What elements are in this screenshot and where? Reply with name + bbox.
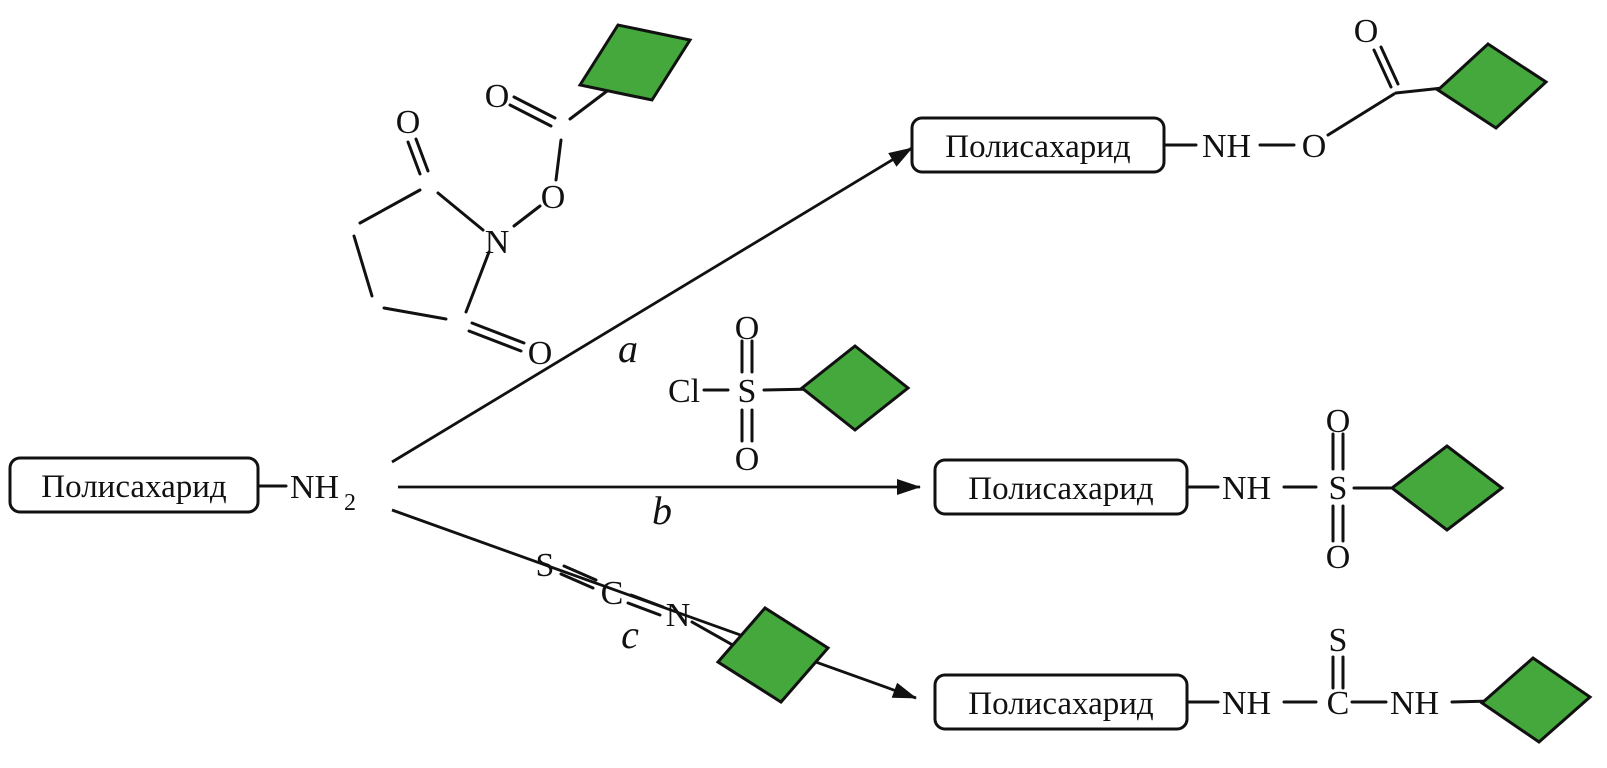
product-c-box	[933, 673, 1189, 731]
product-c: Полисахарид NH C S NH	[933, 622, 1593, 744]
product-a-box	[910, 116, 1166, 174]
reagent-sulfonyl-chloride: Cl S O O	[668, 310, 911, 478]
product-c-label: Полисахарид	[968, 686, 1154, 722]
product-b-box	[933, 458, 1189, 516]
sulfonyl-cl-label: Cl	[668, 373, 700, 410]
itc-s-label: S	[536, 547, 555, 584]
itc-double-bonds	[559, 564, 665, 617]
nhs-ester-o-label: O	[541, 179, 566, 216]
nhs-ring-o-bottom-label: O	[528, 335, 553, 372]
product-c-hapten-diamond	[1479, 656, 1593, 744]
reactant-label: Полисахарид	[41, 469, 227, 505]
reagent-nhs-ester: O O N O O	[352, 23, 693, 372]
product-b-hapten-diamond	[1389, 444, 1505, 532]
step-label-b: b	[652, 488, 672, 533]
product-a-hapten-diamond	[1435, 42, 1549, 130]
itc-n-label: N	[666, 597, 691, 634]
sulfonyl-o-bottom-label: O	[735, 441, 760, 478]
product-c-double-bond	[1331, 655, 1345, 690]
step-label-a: a	[618, 326, 638, 371]
product-b-nh-label: NH	[1222, 470, 1271, 507]
arrow-a	[391, 146, 913, 464]
reactant-amine-label: NH	[290, 469, 339, 506]
product-c-c-label: C	[1327, 685, 1350, 722]
reaction-arrows: a b c	[391, 146, 921, 700]
product-a-single-bonds	[1164, 85, 1454, 147]
product-b-o-bottom-label: O	[1326, 539, 1351, 576]
product-c-nh-right-label: NH	[1390, 685, 1439, 722]
nhs-ring-n-label: N	[485, 224, 510, 261]
reagent-isothiocyanate: S C N	[536, 547, 831, 704]
nhs-ring-o-top-label: O	[396, 104, 421, 141]
product-b-label: Полисахарид	[968, 471, 1154, 507]
sulfonyl-single-bonds	[702, 387, 817, 392]
nhs-carbonyl-o-label: O	[485, 78, 510, 115]
reactant-amine-subscript: 2	[344, 490, 356, 516]
nhs-single-bonds	[352, 83, 617, 321]
product-a-nh-label: NH	[1202, 128, 1251, 165]
product-b-double-bonds	[1331, 432, 1345, 543]
reactant-polysaccharide-amine: Полисахарид NH 2	[8, 456, 356, 516]
product-a-label: Полисахарид	[945, 129, 1131, 165]
product-b-s-label: S	[1329, 470, 1348, 507]
product-a-ester-o-label: O	[1302, 128, 1327, 165]
product-a-double-bond	[1372, 45, 1400, 89]
product-c-nh-left-label: NH	[1222, 685, 1271, 722]
sulfonyl-s-label: S	[738, 373, 757, 410]
nhs-hapten-diamond	[577, 23, 693, 102]
product-b-o-top-label: O	[1326, 403, 1351, 440]
itc-hapten-diamond	[715, 606, 831, 704]
product-c-single-bonds	[1187, 699, 1494, 704]
sulfonyl-o-top-label: O	[735, 310, 760, 347]
step-label-c: c	[621, 612, 639, 657]
product-a-carbonyl-o-label: O	[1354, 13, 1379, 50]
product-c-s-label: S	[1329, 622, 1348, 659]
sulfonyl-hapten-diamond	[799, 344, 911, 432]
product-b-single-bonds	[1187, 485, 1402, 490]
sulfonyl-double-bonds	[740, 339, 754, 443]
nhs-double-bonds	[406, 95, 557, 353]
itc-single-bond	[690, 620, 740, 650]
product-a: Полисахарид NH O O	[910, 13, 1549, 174]
itc-c-label: C	[601, 575, 624, 612]
product-b: Полисахарид NH S O O	[933, 403, 1505, 576]
